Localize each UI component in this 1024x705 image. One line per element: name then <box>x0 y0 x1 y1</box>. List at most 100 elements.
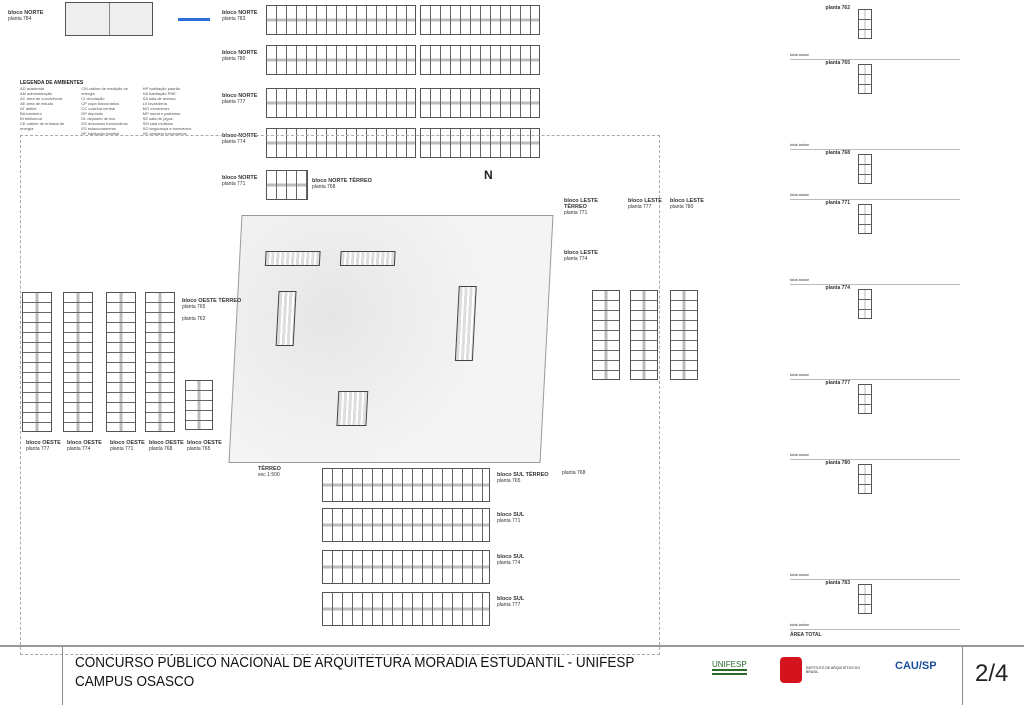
footer-title: CONCURSO PÚBLICO NACIONAL DE ARQUITETURA… <box>75 654 635 671</box>
legend-item: BI biblioteca <box>20 116 42 121</box>
norte-plan <box>420 45 540 75</box>
norte-plan <box>420 128 540 158</box>
iab-logo-icon <box>780 657 802 683</box>
legend-item: CP copa funcionários <box>81 101 120 106</box>
legend-item: CM cabine de medição de energia <box>81 86 128 96</box>
legend-item: AM administração <box>20 91 53 96</box>
right-plan-label: planta 768 <box>825 150 850 156</box>
right-section: planta 783 total andar <box>790 580 960 630</box>
legend-item: AT atelier <box>20 106 37 111</box>
norte-plan <box>266 5 416 35</box>
legend-item: MP mural e palestras <box>142 111 181 116</box>
right-total-label: total andar <box>790 277 809 282</box>
north-arrow-icon: N <box>484 168 493 182</box>
legend-item: AD academia <box>20 86 45 91</box>
right-total-label: total andar <box>790 372 809 377</box>
right-plan-drawing <box>858 204 872 234</box>
legend-item: DS descanso funcionários <box>81 121 128 126</box>
legend-item: HA habitação PNE <box>142 91 176 96</box>
guide-lines <box>20 135 660 655</box>
legend-item: DL depósito de lixo <box>81 116 116 121</box>
legend-item: SA sala de acesso <box>142 96 176 101</box>
oeste-plan <box>63 292 93 432</box>
legend-item: SM sala multiuso <box>142 121 174 126</box>
leste-plan <box>592 290 620 380</box>
legend-item: DP depósito <box>81 111 104 116</box>
right-plan-drawing <box>858 64 872 94</box>
right-section: planta 768 total andar <box>790 150 960 200</box>
footer-divider <box>0 645 1024 647</box>
right-plan-drawing <box>858 9 872 39</box>
sports-court <box>65 2 153 36</box>
right-plan-label: planta 762 <box>825 5 850 11</box>
footer-separator <box>62 647 63 705</box>
iab-logo-text: INSTITUTO DE ARQUITETOS DO BRASIL <box>806 666 860 674</box>
site-plan <box>228 215 554 463</box>
leste-plan <box>630 290 658 380</box>
legend-item: HP habitação padrão <box>142 86 181 91</box>
right-plan-drawing <box>858 464 872 494</box>
right-total-label: total andar <box>790 192 809 197</box>
right-section: planta 762 total andar <box>790 5 960 60</box>
sul-plan <box>322 468 490 502</box>
legend-item: AE área de estudo <box>20 101 54 106</box>
norte-plan <box>266 170 308 200</box>
norte-plan <box>266 45 416 75</box>
legend-item: CE cabine de entrada de energia <box>20 121 65 131</box>
norte-plan <box>420 88 540 118</box>
footer-separator <box>962 647 963 705</box>
norte-plan <box>420 5 540 35</box>
legend-item: SE sala de jogos <box>142 116 173 121</box>
right-total-label: total andar <box>790 142 809 147</box>
right-plan-label: planta 771 <box>825 200 850 206</box>
right-plan-drawing <box>858 289 872 319</box>
leste-plan <box>670 290 698 380</box>
right-section: planta 774 total andar <box>790 285 960 380</box>
legend-item: AC área de convivência <box>20 96 63 101</box>
norte-plan <box>266 88 416 118</box>
right-plan-drawing <box>858 384 872 414</box>
legend-item: HF habitação familiar <box>81 131 120 136</box>
oeste-plan <box>145 292 175 432</box>
sul-plan <box>322 550 490 584</box>
norte-plan <box>266 128 416 158</box>
oeste-plan <box>106 292 136 432</box>
legend-item: CI circulação <box>81 96 105 101</box>
blue-marker <box>178 18 210 21</box>
right-section: planta 777 total andar <box>790 380 960 460</box>
area-total: ÁREA TOTAL <box>790 632 822 638</box>
cau-logo: CAU/SP <box>895 660 937 672</box>
right-total-label: total andar <box>790 452 809 457</box>
sul-plan <box>322 592 490 626</box>
right-plan-label: planta 780 <box>825 460 850 466</box>
oeste-plan <box>22 292 52 432</box>
right-plan-label: planta 783 <box>825 580 850 586</box>
right-plan-label: planta 777 <box>825 380 850 386</box>
right-total-label: total andar <box>790 622 809 627</box>
legend-item: SG segurança e bombeiros <box>142 126 192 131</box>
right-section: planta 771 total andar <box>790 200 960 285</box>
legend-item: VE vestiário funcionários <box>142 131 187 136</box>
right-plan-label: planta 774 <box>825 285 850 291</box>
legend-item: BA banheiro <box>20 111 42 116</box>
footer-subtitle: CAMPUS OSASCO <box>75 673 195 690</box>
